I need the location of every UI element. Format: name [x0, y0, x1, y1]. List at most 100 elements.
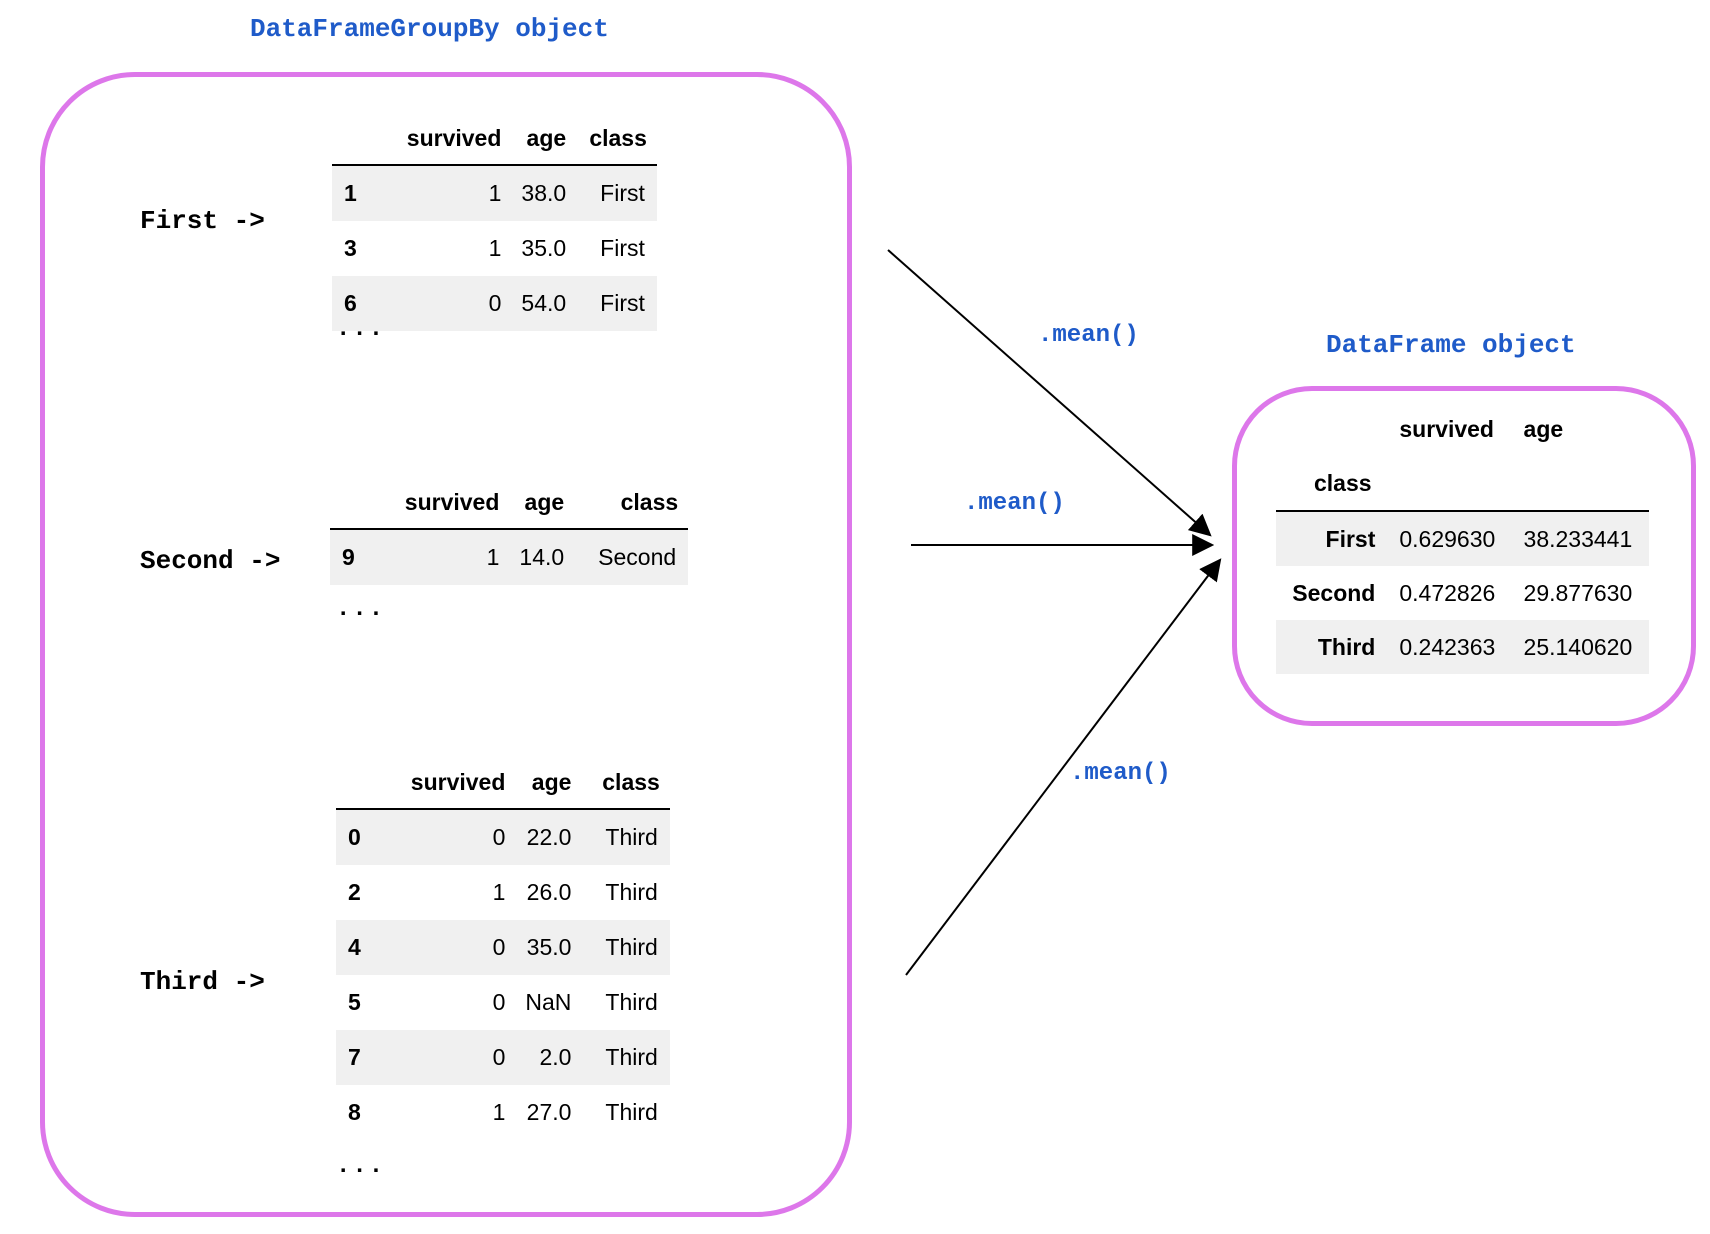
- column-header: age: [509, 476, 575, 530]
- group-label-third: Third ->: [140, 967, 265, 997]
- index-header: [1276, 402, 1387, 456]
- cell-survived: 0.629630: [1399, 525, 1496, 552]
- cell-age: 25.140620: [1523, 633, 1633, 660]
- cell-class: Second: [598, 544, 677, 570]
- table-row: 3 1 35.0 First: [332, 221, 657, 276]
- column-header: survived: [400, 756, 516, 810]
- index-header: [336, 756, 401, 810]
- table-row: 1 1 38.0 First: [332, 165, 657, 221]
- cell-class: First: [600, 235, 645, 261]
- arrow-first: [887, 249, 1212, 537]
- cell-age: 35.0: [521, 235, 567, 261]
- cell-survived: 1: [486, 544, 500, 570]
- row-index: 8: [348, 1099, 361, 1125]
- column-header: survived: [394, 476, 510, 530]
- table-row: 4 0 35.0 Third: [336, 920, 670, 975]
- cell-age: 38.233441: [1523, 525, 1633, 552]
- row-index: Second: [1292, 579, 1376, 606]
- ellipsis: ...: [336, 596, 386, 623]
- cell-class: Third: [605, 989, 658, 1015]
- cell-age: 14.0: [519, 544, 565, 570]
- column-header: class: [581, 756, 670, 810]
- cell-survived: 1: [488, 235, 502, 261]
- mean-label-third: .mean(): [1070, 760, 1171, 787]
- column-header: age: [511, 112, 577, 166]
- index-header-blank: [1387, 456, 1512, 512]
- group-label-first: First ->: [140, 206, 265, 236]
- group-table-first: survived age class 1 1 38.0 First 3 1 35…: [332, 112, 657, 331]
- cell-age: 54.0: [521, 290, 567, 316]
- cell-survived: 0: [492, 934, 506, 960]
- ellipsis: ...: [336, 316, 386, 343]
- cell-age: 22.0: [526, 824, 572, 850]
- table-row: 7 0 2.0 Third: [336, 1030, 670, 1085]
- cell-age: 38.0: [521, 180, 567, 206]
- table-row: 9 1 14.0 Second: [330, 529, 689, 585]
- cell-class: First: [600, 290, 645, 316]
- dataframe-container: [1232, 386, 1696, 726]
- index-header-blank: [1511, 456, 1649, 512]
- cell-class: Third: [605, 1044, 658, 1070]
- cell-class: First: [600, 180, 645, 206]
- cell-age: 26.0: [526, 879, 572, 905]
- table-row: 0 0 22.0 Third: [336, 809, 670, 865]
- cell-class: Third: [605, 934, 658, 960]
- column-header: survived: [1399, 415, 1494, 442]
- cell-survived: 0: [492, 989, 506, 1015]
- mean-label-first: .mean(): [1038, 322, 1139, 349]
- cell-survived: 1: [492, 879, 506, 905]
- table-row: 8 1 27.0 Third: [336, 1085, 670, 1140]
- row-index: 5: [348, 989, 361, 1015]
- table-row: 5 0 NaN Third: [336, 975, 670, 1030]
- groupby-container: [40, 72, 852, 1217]
- cell-survived: 0.472826: [1399, 579, 1496, 606]
- arrow-third: [905, 558, 1222, 976]
- row-index: 3: [344, 235, 357, 261]
- row-index: 9: [342, 544, 355, 570]
- group-table-second: survived age class 9 1 14.0 Second: [330, 476, 689, 585]
- cell-survived: 0: [492, 1044, 506, 1070]
- ellipsis: ...: [336, 1153, 386, 1180]
- index-header: [332, 112, 397, 166]
- group-label-second: Second ->: [140, 546, 281, 576]
- cell-class: Third: [605, 1099, 658, 1125]
- index-header: [330, 476, 395, 530]
- group-table-third: survived age class 0 0 22.0 Third 2 1 26…: [336, 756, 670, 1140]
- result-table: survived age class First 0.629630 38.233…: [1276, 402, 1649, 674]
- table-row: Second 0.472826 29.877630: [1276, 566, 1649, 620]
- table-row: 6 0 54.0 First: [332, 276, 657, 331]
- cell-survived: 0.242363: [1399, 633, 1496, 660]
- column-header: class: [576, 112, 657, 166]
- cell-survived: 1: [488, 180, 502, 206]
- row-index: 2: [348, 879, 361, 905]
- table-row: Third 0.242363 25.140620: [1276, 620, 1649, 674]
- column-header: class: [574, 476, 689, 530]
- row-index: 7: [348, 1044, 361, 1070]
- cell-class: Third: [605, 879, 658, 905]
- cell-age: 27.0: [526, 1099, 572, 1125]
- cell-survived: 1: [492, 1099, 506, 1125]
- cell-class: Third: [605, 824, 658, 850]
- cell-age: 2.0: [539, 1044, 572, 1070]
- mean-label-second: .mean(): [964, 490, 1065, 517]
- cell-survived: 0: [488, 290, 502, 316]
- table-row: 2 1 26.0 Third: [336, 865, 670, 920]
- dataframe-title: DataFrame object: [1326, 330, 1576, 360]
- column-header: age: [515, 756, 582, 810]
- row-index: First: [1325, 525, 1376, 552]
- cell-age: 35.0: [526, 934, 572, 960]
- column-header: survived: [396, 112, 512, 166]
- row-index: 0: [348, 824, 361, 850]
- groupby-title: DataFrameGroupBy object: [250, 14, 609, 44]
- row-index: Third: [1317, 633, 1376, 660]
- row-index: 1: [344, 180, 357, 206]
- cell-age: NaN: [525, 989, 572, 1015]
- column-header: age: [1523, 415, 1564, 442]
- row-index: 6: [344, 290, 357, 316]
- index-name: class: [1276, 456, 1388, 512]
- table-row: First 0.629630 38.233441: [1276, 511, 1649, 566]
- row-index: 4: [348, 934, 361, 960]
- cell-survived: 0: [492, 824, 506, 850]
- cell-age: 29.877630: [1523, 579, 1633, 606]
